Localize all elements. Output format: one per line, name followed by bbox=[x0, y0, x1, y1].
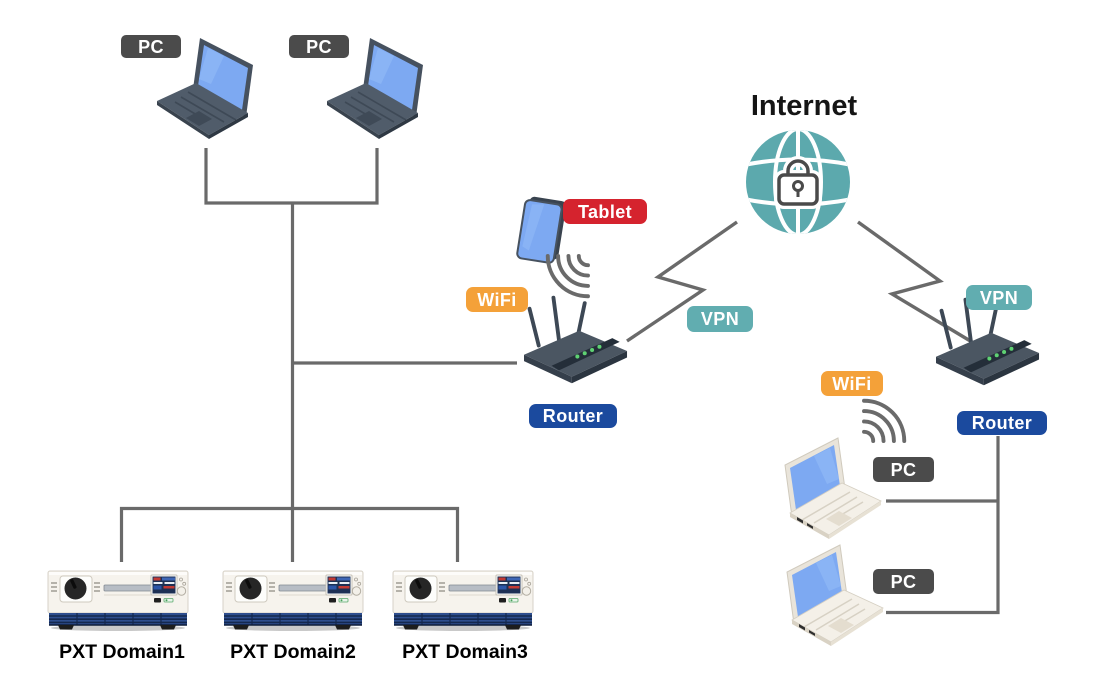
pxt-domain2-caption: PXT Domain2 bbox=[230, 641, 356, 663]
pxt-unit-2-icon bbox=[222, 570, 364, 632]
router2-drop-line bbox=[886, 436, 1000, 615]
pxt-distribution-line bbox=[119, 506, 460, 562]
lan-connector-lines bbox=[119, 148, 1000, 615]
pxt-domain3-caption: PXT Domain3 bbox=[402, 641, 528, 663]
wifi-left-label: WiFi bbox=[466, 287, 528, 312]
internet-title: Internet bbox=[750, 90, 858, 122]
internet-globe-icon bbox=[746, 130, 850, 234]
router-right-icon bbox=[934, 297, 1041, 388]
pxt-unit-1-icon bbox=[47, 570, 189, 632]
pxt-unit-3-icon bbox=[392, 570, 534, 632]
pc2-label: PC bbox=[289, 35, 349, 58]
pxt-domain1-caption: PXT Domain1 bbox=[59, 641, 185, 663]
vpn-left-label: VPN bbox=[687, 306, 753, 332]
wifi-signal-right-icon bbox=[862, 398, 907, 443]
wifi-signal-left-icon bbox=[545, 254, 590, 299]
pc-laptop-3-icon bbox=[784, 437, 882, 540]
pc3-label: PC bbox=[873, 457, 934, 482]
pc-pair-connector-line bbox=[204, 148, 379, 205]
router-right-label: Router bbox=[957, 411, 1047, 435]
pc-laptop-4-icon bbox=[786, 544, 884, 647]
lock-icon bbox=[774, 156, 822, 209]
wifi-right-label: WiFi bbox=[821, 371, 883, 396]
pc1-label: PC bbox=[121, 35, 181, 58]
tablet-label: Tablet bbox=[563, 199, 647, 224]
pc4-label: PC bbox=[873, 569, 934, 594]
vpn-right-label: VPN bbox=[966, 285, 1032, 310]
vpn-link-left-line bbox=[626, 220, 738, 343]
tablet-icon bbox=[516, 196, 567, 264]
router-left-label: Router bbox=[529, 404, 617, 428]
router-left-icon bbox=[522, 295, 629, 386]
vpn-link-right-line bbox=[857, 220, 973, 344]
